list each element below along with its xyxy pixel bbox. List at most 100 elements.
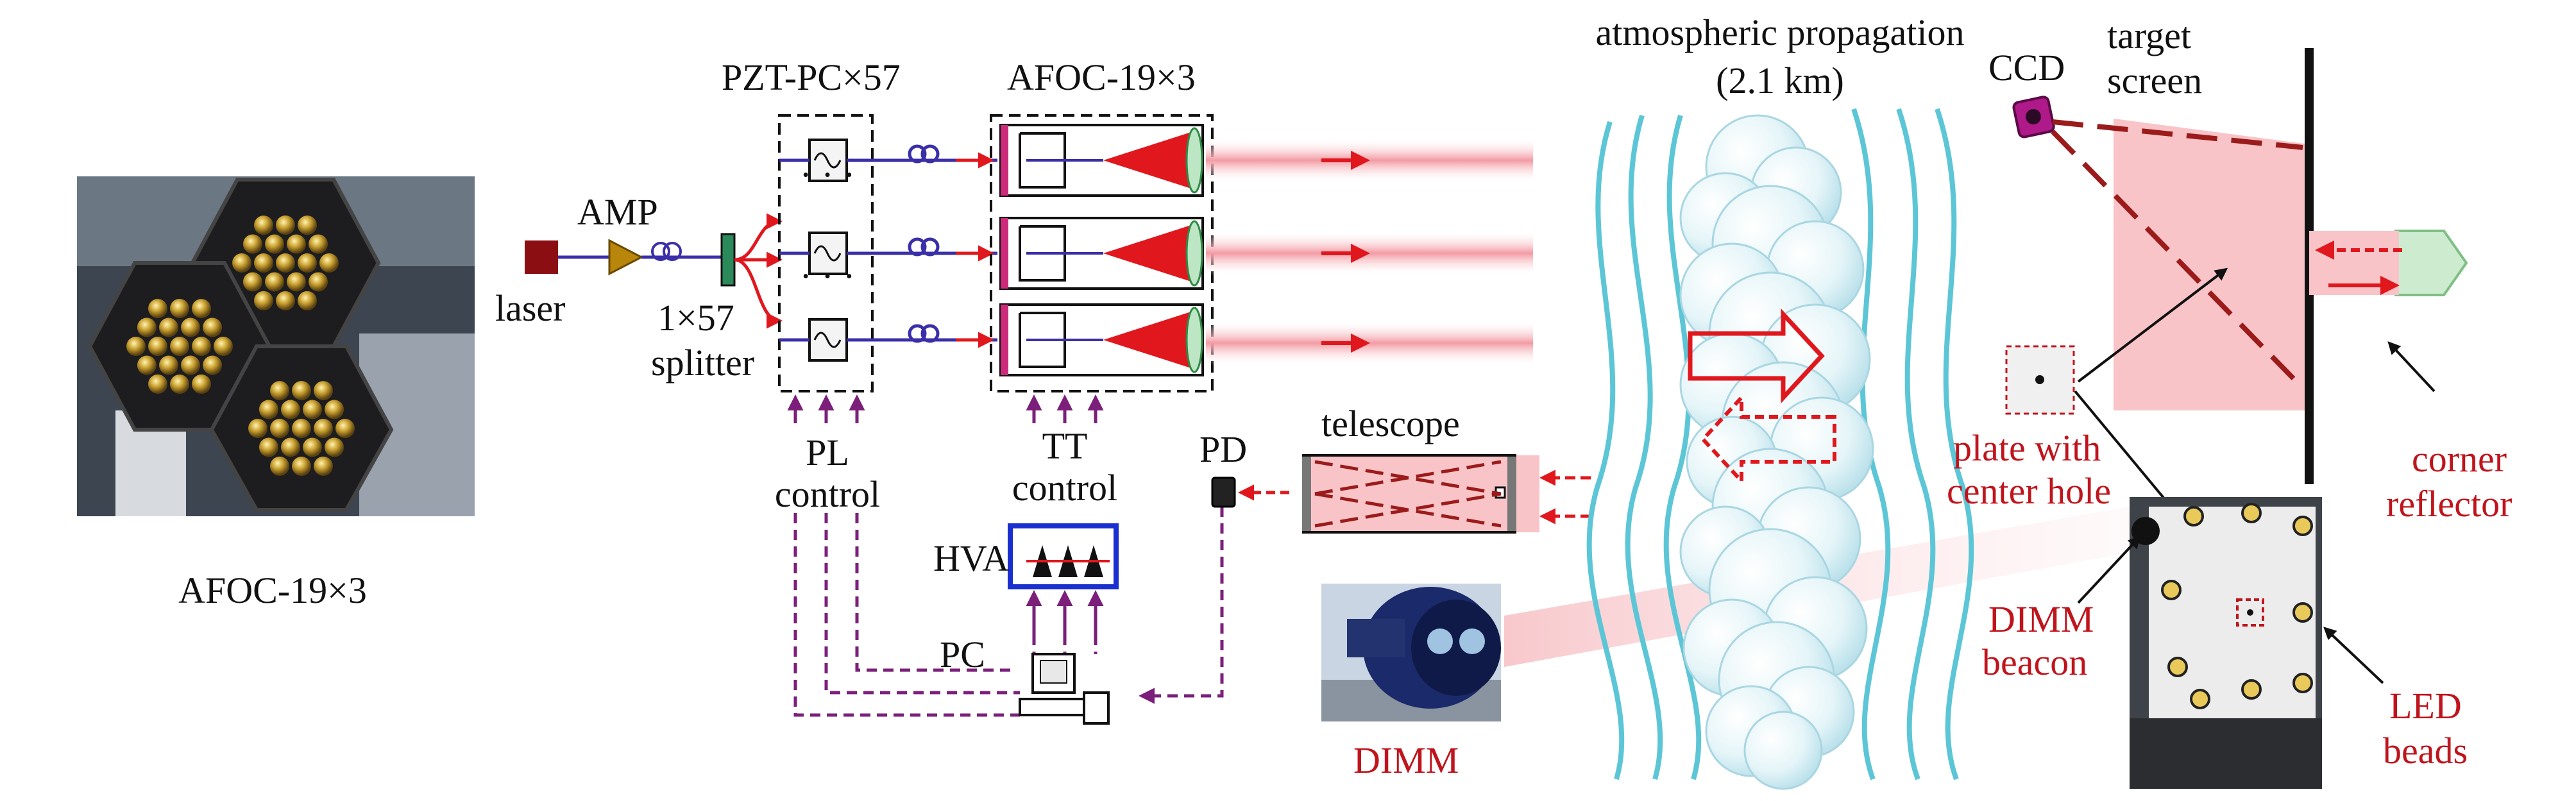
- lens-element: [281, 400, 300, 419]
- output-beams: [1206, 138, 1533, 366]
- corner-label-2: reflector: [2386, 483, 2512, 525]
- pzt-pc-label: PZT-PC×57: [722, 56, 901, 98]
- lens-element: [137, 317, 157, 337]
- signal-arrows: [956, 152, 994, 348]
- collimator-cone: [1103, 224, 1193, 282]
- led-bead: [2183, 506, 2204, 527]
- lens-element: [203, 355, 223, 375]
- telescope-icon: [1302, 454, 1539, 534]
- collimator-mount: [1001, 125, 1008, 196]
- lens-element: [292, 381, 311, 400]
- lens-element: [287, 272, 306, 292]
- lens-element: [265, 234, 284, 254]
- collimator-lens: [1185, 307, 1203, 373]
- fibers-to-afoc: [847, 144, 997, 343]
- corner-pointer: [2387, 341, 2436, 392]
- dimm-photo-icon: [1321, 584, 1501, 721]
- lens-element: [159, 355, 178, 375]
- lens-element: [292, 419, 311, 438]
- lens-element: [270, 419, 289, 438]
- turbulence-cloud-icon: [1679, 114, 1874, 790]
- tt-label-1: TT: [1042, 425, 1088, 467]
- afoc-array-label: AFOC-19×3: [1007, 56, 1196, 98]
- lens-element: [242, 234, 262, 254]
- beacon-pointer: [2077, 535, 2141, 604]
- lens-element: [298, 291, 317, 310]
- collimator-frame: [1019, 225, 1066, 282]
- pd-icon: [1211, 476, 1236, 508]
- splitter-label-1: 1×57: [657, 297, 734, 339]
- afoc-photo-icon: [77, 176, 475, 516]
- lens-element: [170, 337, 189, 356]
- lens-element: [319, 253, 339, 273]
- lens-element: [148, 299, 167, 319]
- lens-element: [303, 437, 322, 457]
- led-bead: [2241, 503, 2262, 523]
- lens-element: [170, 299, 189, 318]
- dots-pzt-2: · · ·: [800, 255, 856, 297]
- lens-element: [126, 337, 146, 356]
- lens-element: [214, 337, 233, 356]
- pl-label-1: PL: [806, 432, 849, 473]
- lens-element: [170, 375, 189, 394]
- led-bead: [2190, 689, 2210, 709]
- laser-box-icon: [525, 240, 558, 274]
- lens-element: [181, 317, 200, 337]
- amplifier-triangle-icon: [608, 239, 644, 276]
- fiber-collimator-icon: [999, 124, 1204, 376]
- led-bead: [2161, 580, 2182, 600]
- lens-element: [287, 234, 306, 254]
- atmo-label-2: (2.1 km): [1716, 60, 1844, 101]
- lens-element: [242, 272, 262, 292]
- cloud-puff: [1743, 711, 1823, 790]
- atmo-label-1: atmospheric propagation: [1596, 12, 1965, 53]
- turbulence-lines: [1586, 108, 1974, 780]
- lens-element: [335, 419, 355, 438]
- lens-element: [314, 419, 333, 438]
- led-bead: [2241, 679, 2262, 700]
- telescope-input-arrows: [1539, 469, 1591, 525]
- led-pointer: [2323, 627, 2384, 684]
- collimator-frame: [1019, 312, 1066, 368]
- pl-control-arrows: [787, 394, 865, 423]
- hva-input-arrows: [1026, 590, 1104, 635]
- pc-label: PC: [940, 634, 985, 675]
- lens-element: [270, 456, 289, 476]
- collimator-mount: [1001, 218, 1008, 289]
- plate-label-1: plate with: [1953, 427, 2101, 469]
- led-bead: [2167, 657, 2188, 677]
- target-label-2: screen: [2107, 60, 2202, 101]
- fiber-coil-icon: [651, 242, 682, 261]
- lens-element: [254, 291, 273, 310]
- tt-control-arrows: [1026, 394, 1104, 423]
- lens-element: [192, 299, 211, 319]
- lens-element: [192, 337, 211, 356]
- lens-element: [181, 355, 200, 375]
- amp-label: AMP: [577, 191, 658, 233]
- corner-label-1: corner: [2412, 438, 2507, 480]
- ccd-label: CCD: [1988, 47, 2065, 89]
- phase-controller-icon: [779, 139, 848, 362]
- collimator-frame: [1019, 132, 1066, 189]
- lens-element: [276, 215, 295, 235]
- led-bead: [2292, 516, 2313, 536]
- collimator-cone: [1103, 311, 1193, 369]
- laser-label: laser: [495, 287, 566, 329]
- lens-element: [258, 400, 278, 419]
- pzt-wave: [813, 152, 842, 169]
- target-beam-area: [2114, 119, 2309, 410]
- lens-element: [148, 374, 167, 394]
- plate-label-2: center hole: [1947, 470, 2111, 512]
- lens-element: [148, 337, 167, 356]
- lens-element: [203, 317, 223, 337]
- led-bead: [2292, 673, 2313, 693]
- lens-element: [192, 374, 211, 394]
- lens-element: [270, 381, 289, 401]
- lens-element: [303, 400, 322, 419]
- splitter-fanout: [734, 213, 783, 329]
- lens-element: [232, 253, 251, 273]
- led-bead: [2292, 602, 2313, 623]
- lens-element: [254, 215, 273, 235]
